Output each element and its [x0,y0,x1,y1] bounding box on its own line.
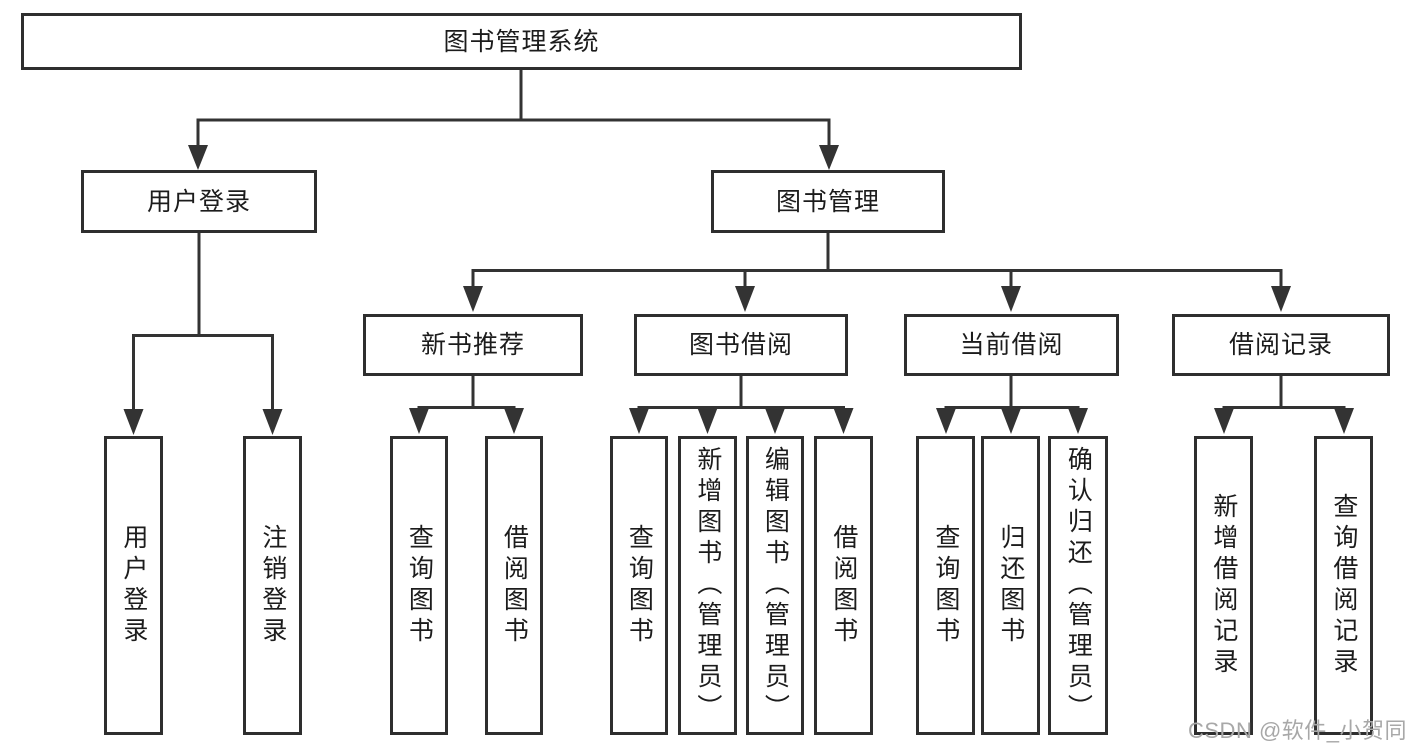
connector-book-borrowing-children [629,375,854,434]
arrowhead-icon [262,409,283,435]
leaf-label: 查询借阅记录 [1329,492,1358,679]
node-label: 当前借阅 [959,331,1064,359]
node-label: 图书管理系统 [443,27,600,56]
leaf-confirm-return-admin: 确认归还（管理员） [1048,436,1108,735]
arrowhead-icon [123,409,144,435]
leaf-label: 确认归还（管理员） [1064,446,1093,725]
arrowhead-icon [629,408,649,434]
connector-root-to-level2 [188,67,839,170]
arrowhead-icon [936,408,956,434]
node-label: 用户登录 [146,187,251,216]
leaf-label: 借阅图书 [829,523,858,648]
arrowhead-icon [819,145,839,170]
leaf-add-book-admin: 新增图书（管理员） [678,436,737,735]
connector-line [471,231,1283,288]
arrowhead-icon [504,408,524,434]
node-borrowing-records: 借阅记录 [1172,314,1390,376]
arrowhead-icon [1001,286,1021,312]
leaf-query-books-borrowing: 查询图书 [610,436,668,735]
arrowhead-icon [1334,408,1354,434]
leaf-logout: 注销登录 [243,436,302,735]
node-label: 图书借阅 [688,331,793,359]
connector-user-login-children [123,231,283,435]
leaf-borrow-books-recommend: 借阅图书 [485,436,543,735]
arrowhead-icon [765,408,785,434]
leaf-label: 用户登录 [119,523,148,648]
leaf-query-borrow-record: 查询借阅记录 [1314,436,1373,735]
connector-line [944,375,1080,409]
connector-current-borrowing-children [936,375,1088,434]
arrowhead-icon [409,408,429,434]
leaf-borrow-books-borrowing: 借阅图书 [814,436,873,735]
connector-line [196,67,831,147]
csdn-watermark: CSDN @软件_小贺同学 [1188,718,1405,743]
arrowhead-icon [1214,408,1234,434]
leaf-label: 新增借阅记录 [1209,492,1238,679]
connector-new-book-recommend-children [409,375,524,434]
node-new-book-recommend: 新书推荐 [363,314,583,376]
leaf-label: 查询图书 [625,523,654,648]
node-current-borrowing: 当前借阅 [904,314,1119,376]
leaf-label: 新增图书（管理员） [693,446,722,725]
leaf-label: 借阅图书 [500,523,529,648]
arrowhead-icon [1001,408,1021,434]
leaf-edit-book-admin: 编辑图书（管理员） [746,436,804,735]
arrowhead-icon [188,145,208,170]
arrowhead-icon [833,408,854,434]
leaf-label: 查询图书 [405,523,434,648]
leaf-return-books: 归还图书 [981,436,1040,735]
node-book-management: 图书管理 [711,170,945,233]
leaf-user-login: 用户登录 [104,436,163,735]
connector-borrowing-records-children [1214,375,1354,434]
leaf-add-borrow-record: 新增借阅记录 [1194,436,1253,735]
leaf-query-books-current: 查询图书 [916,436,975,735]
node-label: 新书推荐 [420,331,525,359]
leaf-label: 编辑图书（管理员） [761,446,790,725]
node-label: 借阅记录 [1228,331,1333,359]
arrowhead-icon [1271,286,1291,312]
connector-line [637,375,845,409]
leaf-query-books-recommend: 查询图书 [390,436,448,735]
node-root-library-system: 图书管理系统 [21,13,1022,70]
node-user-login: 用户登录 [81,170,317,233]
node-label: 图书管理 [775,187,880,216]
arrowhead-icon [463,286,483,312]
connector-book-management-children [463,231,1291,312]
arrowhead-icon [1068,408,1088,434]
leaf-label: 查询图书 [931,523,960,648]
connector-line [132,231,274,411]
leaf-label: 归还图书 [996,523,1025,648]
node-book-borrowing: 图书借阅 [634,314,848,376]
arrowhead-icon [735,286,755,312]
connector-line [417,375,516,409]
leaf-label: 注销登录 [258,523,287,648]
connector-line [1222,375,1346,409]
arrowhead-icon [697,408,718,434]
